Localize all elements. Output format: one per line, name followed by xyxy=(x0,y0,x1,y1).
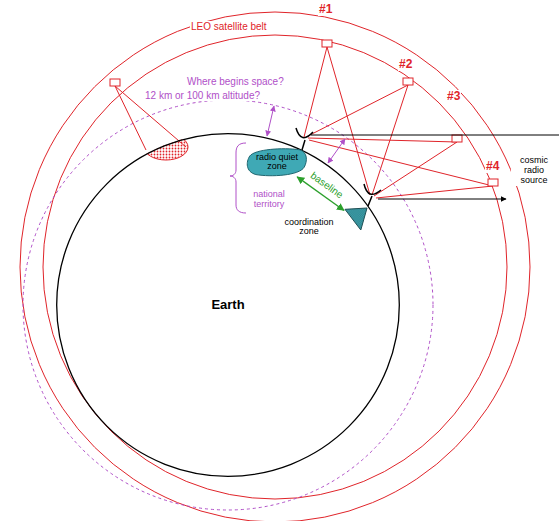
satellite-links xyxy=(374,142,457,196)
radio-source-rays xyxy=(378,199,506,200)
satellite-links xyxy=(327,47,370,195)
callout-number: #3 xyxy=(446,90,461,103)
satellites xyxy=(403,78,413,85)
satellites xyxy=(322,40,332,47)
coordination-hatch xyxy=(345,208,367,230)
earth-circle: Earth xyxy=(56,133,400,477)
satellites xyxy=(110,40,498,186)
node-label: Earth xyxy=(211,298,244,312)
satellite-links xyxy=(304,47,327,137)
satellites xyxy=(488,179,498,186)
callout-number: #2 xyxy=(398,58,413,71)
satellites xyxy=(110,79,120,86)
callout-number: #1 xyxy=(318,3,333,16)
satellite-links xyxy=(376,186,493,198)
space-altitude-arrows xyxy=(267,106,274,136)
radio-quiet-zone: radio quiet zone xyxy=(246,148,308,177)
coordination-zone-outline xyxy=(344,208,368,230)
earth-outline xyxy=(57,134,400,477)
leo-belt xyxy=(20,12,530,521)
quiet-zone-blob xyxy=(247,149,306,176)
territory-label: national territory xyxy=(240,190,298,210)
radio-telescope xyxy=(296,128,313,138)
space-question: Where begins space? xyxy=(186,76,285,87)
satellites xyxy=(452,135,462,142)
belt-label: LEO satellite belt xyxy=(190,21,268,32)
satellite-links xyxy=(115,86,146,150)
node-label: radio quiet zone xyxy=(250,153,304,172)
radio-telescope xyxy=(296,128,381,206)
satellite-links xyxy=(115,47,493,198)
radio-telescope xyxy=(364,184,381,194)
altitude-note: 12 km or 100 km altitude? xyxy=(144,90,261,101)
radio-telescope xyxy=(368,196,372,206)
radio-source-rays xyxy=(311,135,559,199)
source-label: cosmic radio source xyxy=(511,156,557,186)
callout-number: #4 xyxy=(485,160,500,173)
space-boundary xyxy=(23,100,433,510)
coordination-zone: coordination zone xyxy=(344,208,368,230)
satellite-links xyxy=(308,138,457,142)
leo-belt xyxy=(43,35,507,499)
node-label: coordination zone xyxy=(278,218,340,237)
radio-source-rays xyxy=(311,135,559,136)
space-altitude-arrows xyxy=(328,139,345,163)
radio-telescope xyxy=(302,140,305,150)
leo-belt xyxy=(20,12,530,521)
satellite-footprint xyxy=(144,134,188,160)
edge-label: baseline xyxy=(308,169,346,201)
satellite-links xyxy=(306,85,408,137)
satellite-links xyxy=(309,140,493,186)
